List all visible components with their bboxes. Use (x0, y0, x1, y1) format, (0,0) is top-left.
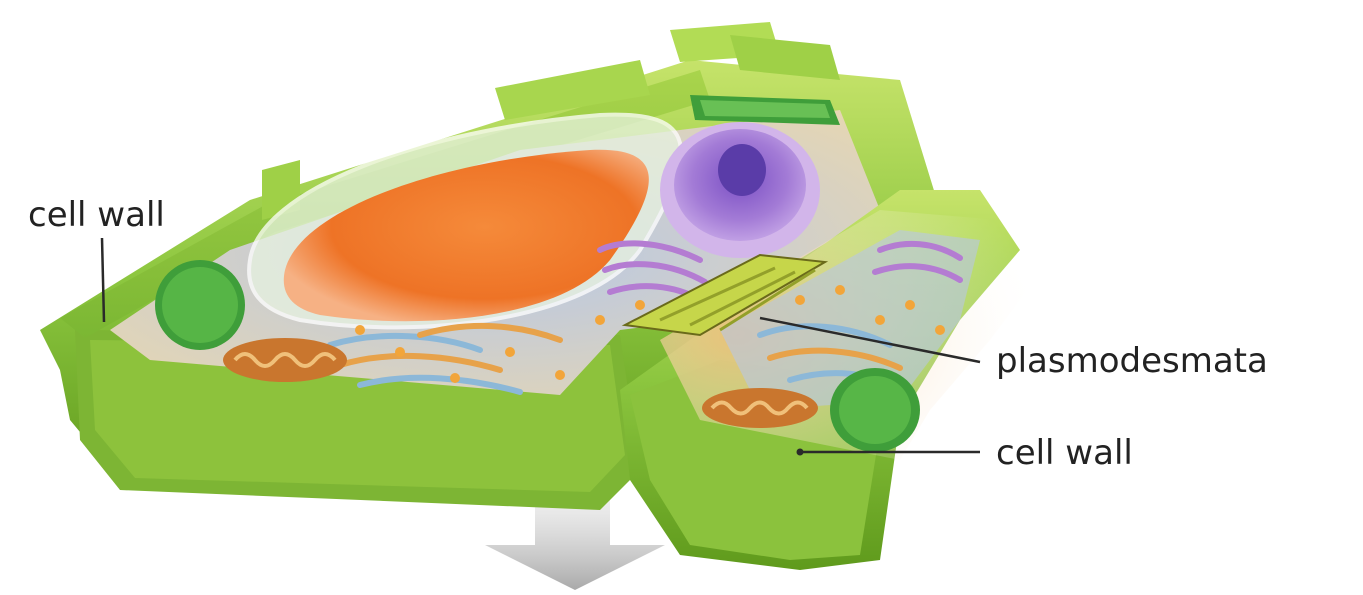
mitochondrion (223, 338, 347, 382)
nucleus (660, 122, 820, 258)
mitochondrion-right (702, 388, 818, 428)
label-cell-wall-left: cell wall (28, 195, 165, 235)
label-cell-wall-right: cell wall (996, 433, 1133, 473)
label-plasmodesmata: plasmodesmata (996, 341, 1268, 381)
nucleolus (718, 144, 766, 196)
